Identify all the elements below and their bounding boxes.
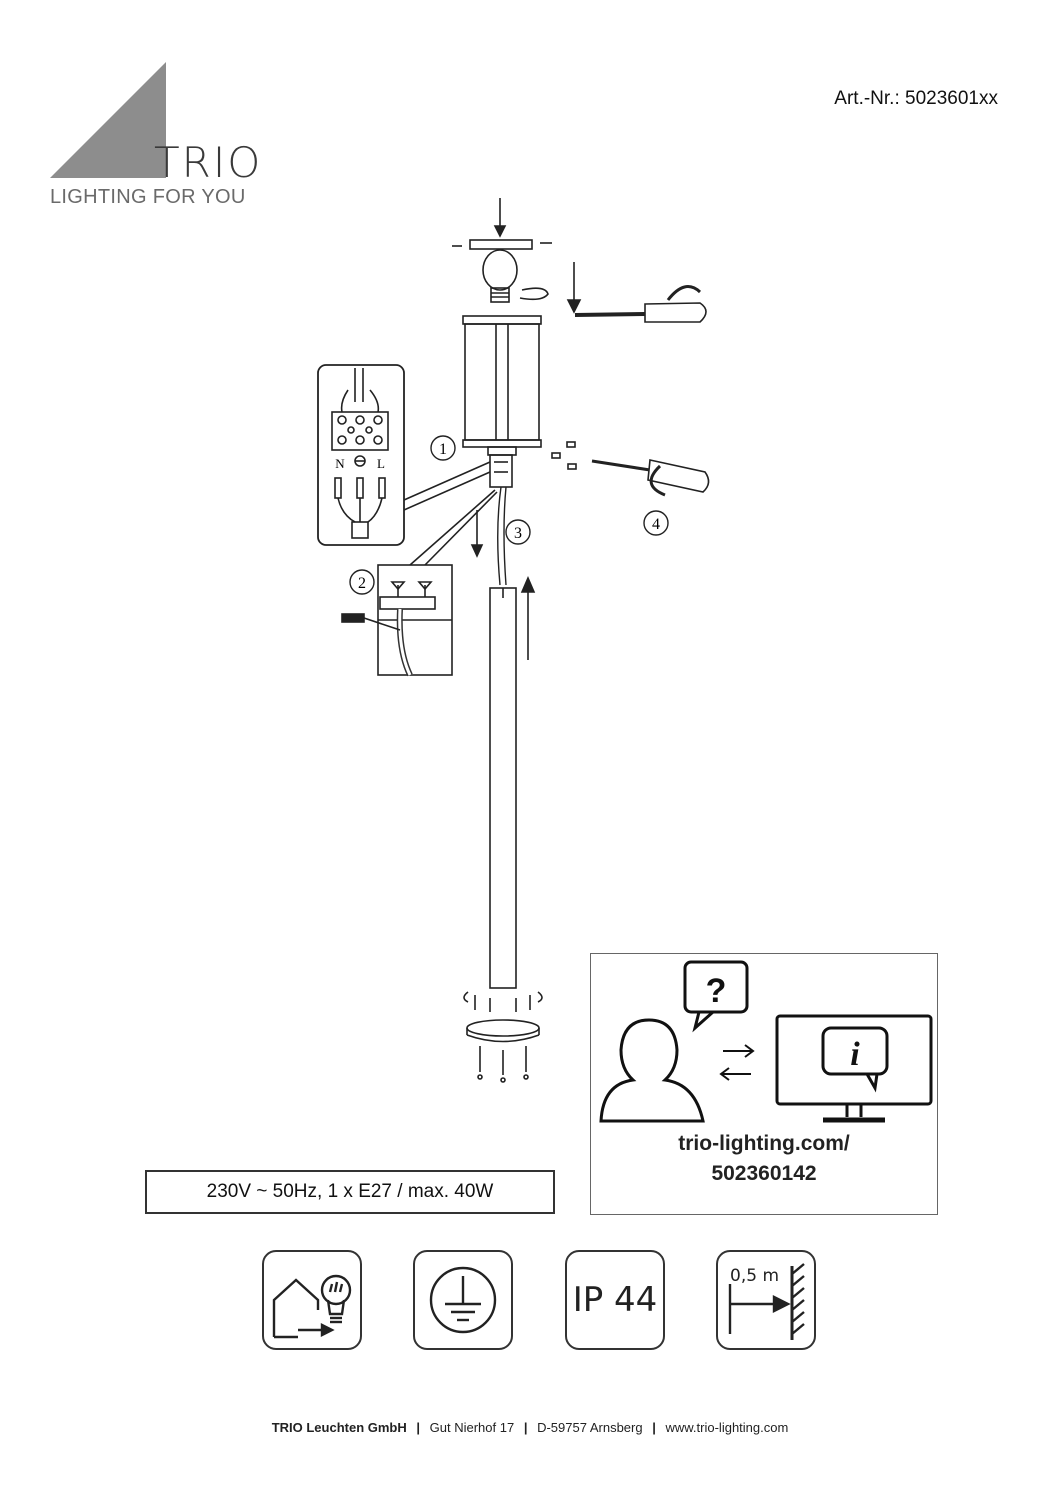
electrical-spec-text: 230V ~ 50Hz, 1 x E27 / max. 40W	[206, 1181, 494, 1202]
article-number-value: 5023601xx	[905, 88, 998, 109]
strain-relief-detail	[341, 564, 453, 677]
article-number: Art.-Nr.: 5023601xx	[834, 88, 998, 110]
outdoor-use-symbol	[262, 1250, 362, 1350]
info-bubble-icon	[821, 1026, 889, 1093]
exchange-arrows-icon	[719, 1044, 755, 1081]
step-4-marker: 4	[643, 510, 669, 536]
footer-separator: |	[523, 1420, 528, 1435]
distance-text: 0,5 m	[730, 1266, 779, 1286]
footer-city: D-59757 Arnsberg	[537, 1420, 643, 1435]
top-cover	[452, 198, 552, 250]
screwdriver-top-icon	[574, 285, 707, 323]
logo-brand-text: TRIO	[154, 138, 263, 187]
terminal-label-n: N	[335, 456, 345, 471]
ip-rating-symbol: IP 44	[565, 1250, 665, 1350]
online-info-illustration: ? i	[599, 960, 933, 1123]
footer-website[interactable]: www.trio-lighting.com	[665, 1420, 789, 1435]
step-2-marker: 2	[349, 569, 375, 595]
house-bulb-icon	[272, 1274, 352, 1339]
assembly-diagram: 1 2 3 4 N L	[317, 198, 710, 1083]
lantern-housing	[462, 315, 542, 456]
online-info-box: ? i trio-lighting.com/ 502360142	[590, 953, 938, 1215]
ip-rating-text: IP 44	[572, 1280, 658, 1320]
question-bubble-icon	[683, 960, 749, 1033]
footer-separator: |	[416, 1420, 421, 1435]
pole-base	[463, 991, 543, 1083]
screwdriver-side-icon	[591, 459, 710, 497]
logo-triangle-icon	[50, 62, 166, 178]
footer: TRIO Leuchten GmbH | Gut Nierhof 17 | D-…	[0, 1420, 1060, 1435]
step-1-marker: 1	[430, 435, 456, 461]
earth-ground-icon	[429, 1266, 497, 1334]
min-distance-symbol: 0,5 m	[716, 1250, 816, 1350]
svg-text:2: 2	[358, 575, 366, 592]
lamp-pole	[489, 587, 517, 989]
svg-text:3: 3	[514, 525, 522, 542]
svg-text:1: 1	[439, 441, 447, 458]
protective-earth-symbol	[413, 1250, 513, 1350]
footer-street: Gut Nierhof 17	[429, 1420, 515, 1435]
step-3-marker: 3	[505, 519, 531, 545]
bulb-icon	[482, 249, 549, 303]
terminal-label-l: L	[377, 456, 385, 471]
footer-company: TRIO Leuchten GmbH	[271, 1420, 407, 1435]
brand-logo: TRIO LIGHTING FOR YOU	[50, 62, 270, 212]
info-glyph: i	[850, 1036, 860, 1073]
question-mark-glyph: ?	[706, 972, 727, 1010]
terminal-block-detail	[317, 364, 405, 546]
article-number-label: Art.-Nr.:	[834, 88, 900, 109]
monitor-icon	[775, 1014, 933, 1123]
logo-tagline: LIGHTING FOR YOU	[50, 186, 246, 208]
svg-text:4: 4	[652, 516, 660, 533]
info-url-text: trio-lighting.com/	[678, 1132, 850, 1155]
electrical-spec-box: 230V ~ 50Hz, 1 x E27 / max. 40W	[145, 1170, 555, 1214]
info-code-text: 502360142	[711, 1162, 817, 1185]
distance-wall-icon	[728, 1263, 805, 1340]
footer-separator: |	[652, 1420, 656, 1435]
person-icon	[599, 1018, 705, 1123]
